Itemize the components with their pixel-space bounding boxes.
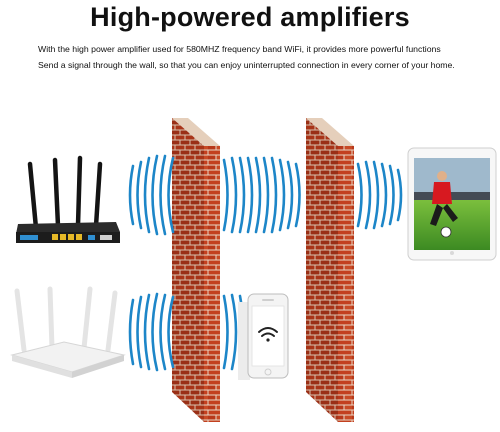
tablet-icon [407, 147, 497, 261]
brick-wall-icon [172, 118, 220, 422]
description-line-2: Send a signal through the wall, so that … [38, 60, 455, 70]
brick-wall-icon [306, 118, 354, 422]
white-router-icon [10, 286, 126, 378]
wifi-icon [258, 327, 278, 342]
page-title: High-powered amplifiers [90, 2, 410, 32]
black-router-icon [16, 155, 120, 243]
signal-wave-icon [128, 154, 403, 236]
smartphone-icon [238, 293, 289, 380]
description-line-1: With the high power amplifier used for 5… [38, 44, 441, 54]
